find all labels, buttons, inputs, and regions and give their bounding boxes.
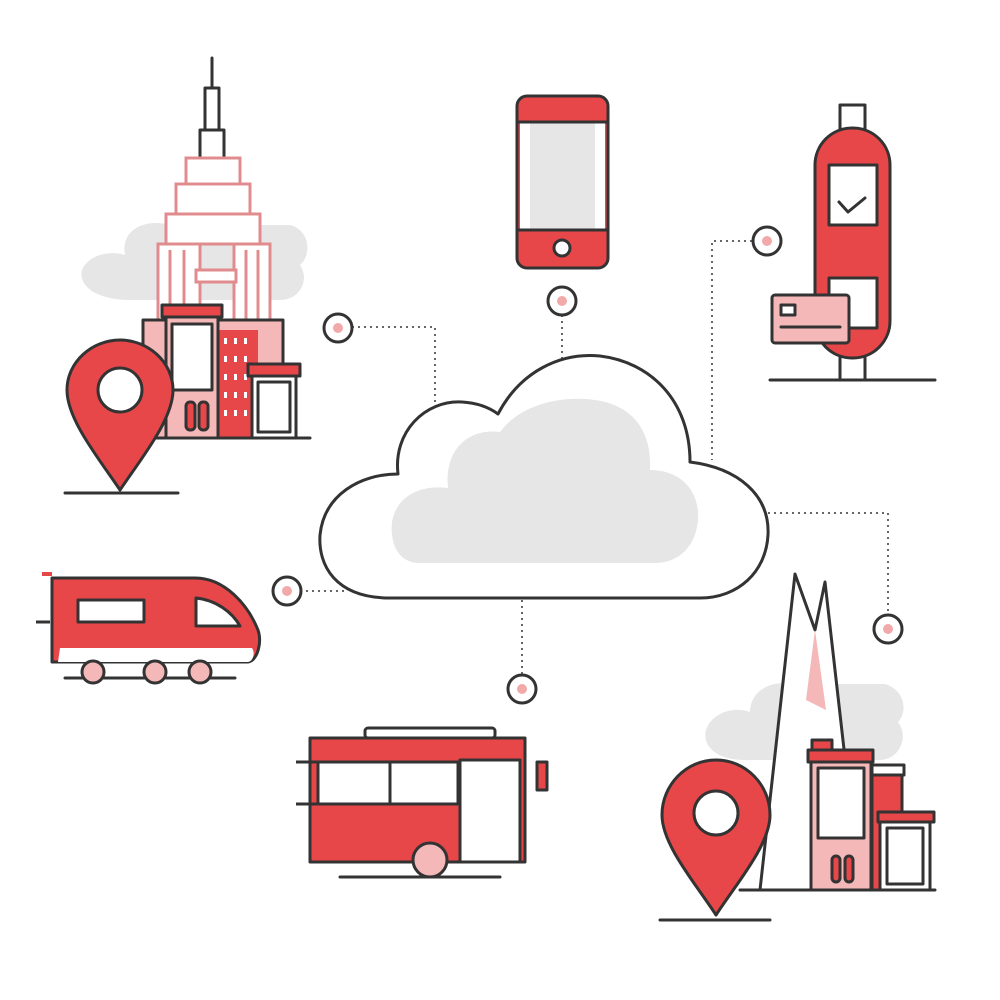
connector-node-phone [546,285,578,317]
smartphone-icon [515,94,610,270]
shard-skyline-icon [705,572,937,892]
city-skyline-icon [81,56,312,440]
connector-node-watch [751,225,783,257]
cloud-icon [318,354,770,600]
smartwatch-icon [768,103,937,382]
connector-line-shard [768,512,889,616]
connector-line-watch [711,240,752,460]
connector-lines [300,240,889,675]
connector-node-shard [872,613,904,645]
bus-icon [296,726,549,879]
connector-node-bus [506,673,538,705]
connector-nodes [271,225,904,705]
connector-line-city [352,326,436,403]
credit-card-icon [770,293,851,345]
train-icon [36,572,262,685]
location-pin-icon [658,758,772,922]
location-pin-icon [63,338,180,495]
connector-node-train [271,575,303,607]
connector-node-city [322,312,354,344]
